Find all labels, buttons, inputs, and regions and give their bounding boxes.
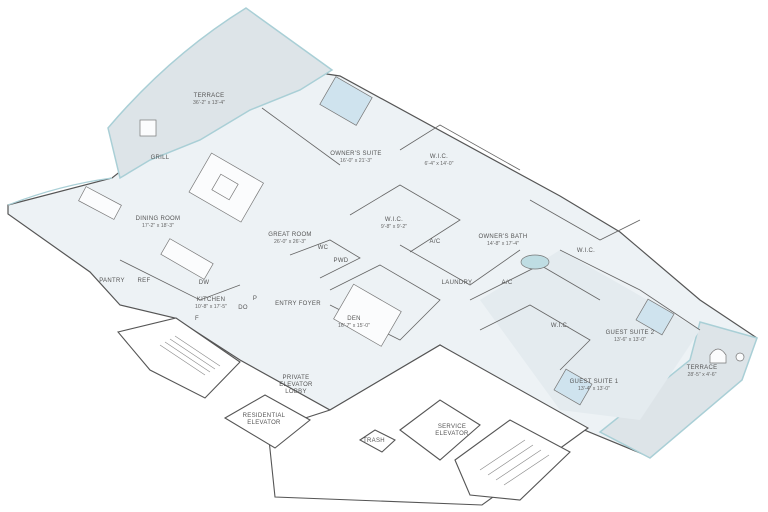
- residential-elevator-label-2: ELEVATOR: [247, 420, 281, 426]
- ac-label-2: A/C: [502, 280, 513, 286]
- wc-label: WC: [318, 245, 329, 251]
- room-labels: TERRACE 36'-2" x 13'-4" GRILL OWNER'S SU…: [99, 93, 717, 444]
- guest-suite-2-size: 13'-6" x 13'-0": [614, 337, 646, 343]
- owners-suite-label: OWNER'S SUITE: [330, 151, 381, 157]
- grill-label: GRILL: [151, 155, 170, 161]
- stair-treads-west: [159, 335, 221, 376]
- dw-label: DW: [199, 280, 210, 286]
- entry-foyer-label: ENTRY FOYER: [275, 301, 321, 307]
- pwd-label: PWD: [334, 258, 349, 264]
- great-room-label: GREAT ROOM: [268, 232, 311, 238]
- terrace-north-size: 36'-2" x 13'-4": [193, 100, 225, 106]
- private-lobby-label-3: LOBBY: [285, 389, 307, 395]
- wic-2-size: 9'-8" x 9'-2": [381, 224, 407, 230]
- ac-label-1: A/C: [430, 239, 441, 245]
- pantry-label: PANTRY: [99, 278, 125, 284]
- kitchen-label: KITCHEN: [197, 297, 225, 303]
- den-label: DEN: [347, 316, 361, 322]
- service-elevator-label-1: SERVICE: [438, 424, 466, 430]
- terrace-east-label: TERRACE: [687, 365, 718, 371]
- interior-walls: [119, 107, 701, 371]
- pantry-p-label: P: [253, 296, 257, 302]
- owners-bath-label: OWNER'S BATH: [479, 234, 528, 240]
- service-elevator: [399, 399, 481, 461]
- dining-room-label: DINING ROOM: [136, 216, 181, 222]
- terrace-east-size: 28'-5" x 4'-6": [687, 372, 716, 378]
- wic-4-label: W.I.C.: [551, 323, 569, 329]
- laundry-label: LAUNDRY: [442, 280, 473, 286]
- residential-elevator-label-1: RESIDENTIAL: [243, 413, 286, 419]
- private-lobby-label-2: ELEVATOR: [279, 382, 313, 388]
- trash-label: TRASH: [363, 438, 385, 444]
- terrace-north-label: TERRACE: [194, 93, 225, 99]
- ref-label: REF: [138, 278, 151, 284]
- service-elevator-label-2: ELEVATOR: [435, 431, 469, 437]
- owners-suite-size: 16'-0" x 21'-3": [340, 158, 372, 164]
- great-room-size: 26'-0" x 26'-3": [274, 239, 306, 245]
- wic-1-label: W.I.C.: [430, 154, 448, 160]
- guest-suite-2-label: GUEST SUITE 2: [606, 330, 655, 336]
- do-label: DO: [238, 305, 248, 311]
- stair-treads-east: [479, 439, 550, 486]
- wic-1-size: 6'-4" x 14'-0": [424, 161, 453, 167]
- bedroom-wing: [480, 250, 700, 420]
- wic-3-label: W.I.C.: [577, 248, 595, 254]
- trash-room: [358, 429, 396, 453]
- guest-suite-1-label: GUEST SUITE 1: [570, 379, 619, 385]
- terrace-north-area: [107, 7, 334, 180]
- private-lobby-label-1: PRIVATE: [283, 375, 310, 381]
- guest-suite-1-size: 13'-4" x 13'-0": [578, 386, 610, 392]
- owners-bath-size: 14'-8" x 17'-4": [487, 241, 519, 247]
- furniture: [78, 76, 745, 406]
- glass-rail: [7, 177, 113, 206]
- kitchen-size: 10'-8" x 17'-5": [195, 304, 227, 310]
- dining-room-size: 17'-2" x 18'-3": [142, 223, 174, 229]
- stair-east: [454, 419, 571, 501]
- wic-2-label: W.I.C.: [385, 217, 403, 223]
- fridge-f-label: F: [195, 316, 199, 322]
- residential-elevator: [223, 394, 311, 449]
- den-size: 16'-7" x 15'-0": [338, 323, 370, 329]
